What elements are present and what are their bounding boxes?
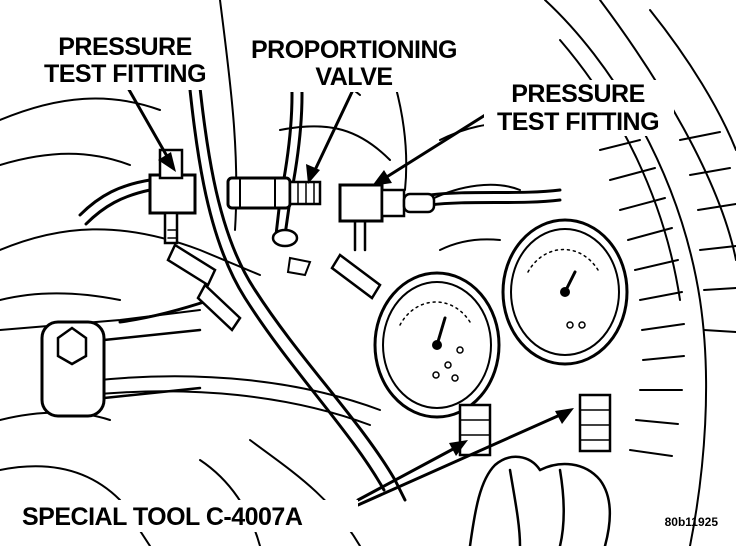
label-proportioning-valve-line2: VALVE [315,63,392,91]
proportioning-valve [226,176,322,277]
technician-hand [468,455,611,546]
leader-arrows [126,86,574,507]
label-pressure-test-fitting-right-line2: TEST FITTING [497,108,659,136]
label-proportioning-valve-line1: PROPORTIONING [251,36,457,64]
label-pressure-test-fitting-right-line1: PRESSURE [511,80,645,108]
figure-id: 80b11925 [665,515,719,529]
right-pressure-test-fitting [338,183,436,252]
label-pressure-test-fitting-left-line2: TEST FITTING [44,60,206,88]
mounting-bracket [40,320,202,418]
callout-labels: PRESSURE TEST FITTING PROPORTIONING VALV… [18,32,718,532]
tire [544,0,736,546]
hose-adapters [166,243,382,332]
pressure-gauge-right [501,218,629,453]
label-special-tool: SPECIAL TOOL C-4007A [22,503,303,531]
label-pressure-test-fitting-left-line1: PRESSURE [58,33,192,61]
pressure-gauge-left [373,271,501,457]
